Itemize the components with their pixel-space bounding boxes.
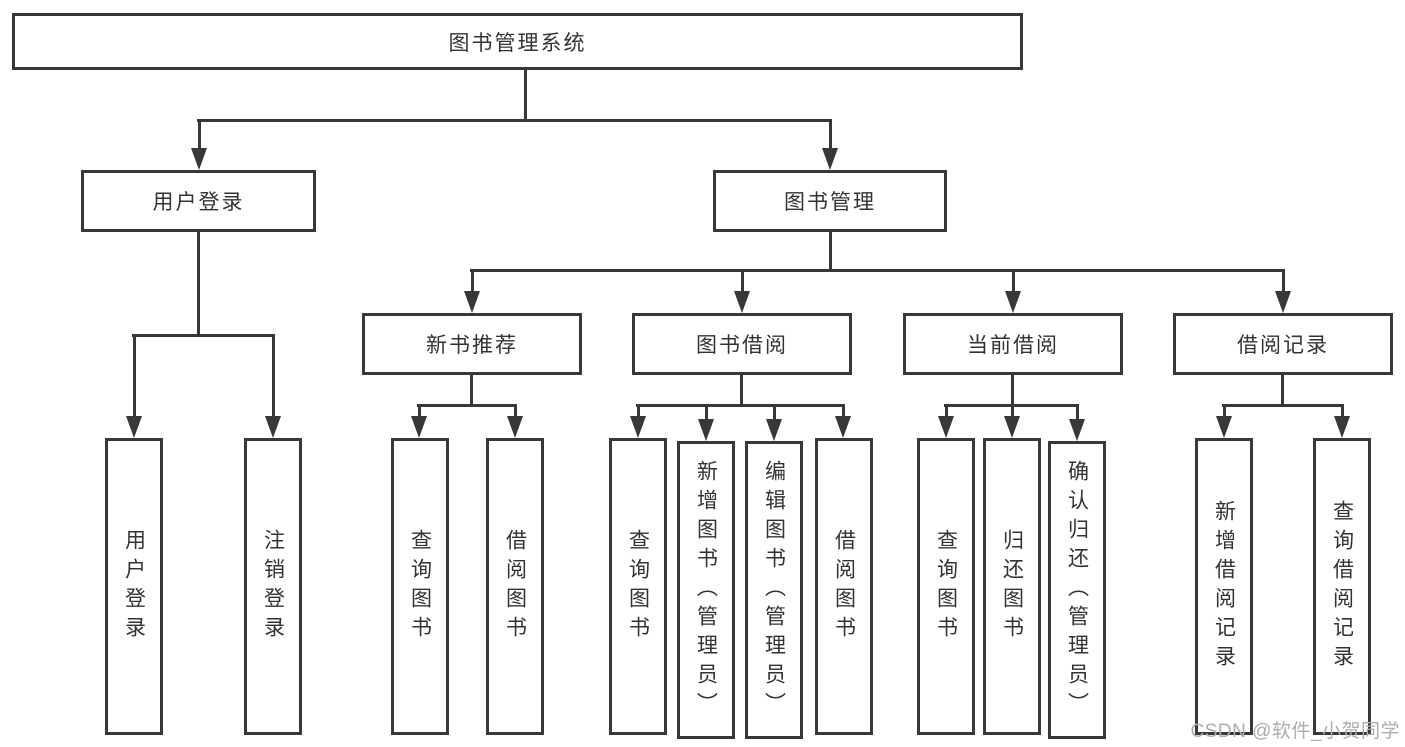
connector-line [470,374,473,406]
watermark: CSDN @软件_小贺同学 [1190,721,1400,742]
arrow-down [1005,269,1021,313]
leaf-current-return-books: 归还图书 [983,438,1041,735]
node-book-management: 图书管理 [713,170,947,232]
leaf-records-query-record: 查询借阅记录 [1313,438,1371,735]
leaf-borrowing-borrow-books: 借阅图书 [815,438,873,735]
arrow-down [1004,404,1020,438]
arrow-down [191,119,207,170]
arrow-down [126,334,142,438]
arrow-down [630,404,646,438]
arrow-down [507,404,523,438]
leaf-records-add-record: 新增借阅记录 [1195,438,1253,735]
arrow-down [766,404,782,441]
node-borrowing-records: 借阅记录 [1173,313,1393,375]
connector-line [470,269,1285,272]
node-new-book-recommend: 新书推荐 [362,313,582,375]
leaf-borrowing-query-books: 查询图书 [609,438,667,735]
arrow-down [822,119,838,170]
node-current-borrowing: 当前借阅 [903,313,1123,375]
arrow-down [835,404,851,438]
connector-line [1011,374,1014,406]
node-book-borrowing: 图书借阅 [632,313,852,375]
connector-line [740,374,743,406]
node-user-login: 用户登录 [81,170,316,232]
connector-line [1222,404,1344,407]
arrow-down [464,269,480,313]
connector-line [829,231,832,271]
connector-line [1281,374,1284,406]
leaf-logout: 注销登录 [244,438,302,735]
arrow-down [734,269,750,313]
node-library-system: 图书管理系统 [12,13,1023,70]
connector-line [524,69,527,121]
connector-line [197,119,832,122]
leaf-recommend-query-books: 查询图书 [391,438,449,735]
leaf-current-query-books: 查询图书 [917,438,975,735]
leaf-user-login: 用户登录 [105,438,163,735]
arrow-down [938,404,954,438]
leaf-borrowing-add-books-admin: 新增图书（管理员） [677,441,735,739]
connector-line [417,404,517,407]
arrow-down [1275,269,1291,313]
arrow-down [1334,404,1350,438]
connector-line [132,334,275,337]
arrow-down [698,404,714,441]
arrow-down [265,334,281,438]
connector-line [197,231,200,336]
arrow-down [1069,404,1085,441]
leaf-current-confirm-return-admin: 确认归还（管理员） [1048,441,1106,739]
connector-line [636,404,845,407]
arrow-down [411,404,427,438]
leaf-borrowing-edit-books-admin: 编辑图书（管理员） [745,441,803,739]
arrow-down [1216,404,1232,438]
leaf-recommend-borrow-books: 借阅图书 [486,438,544,735]
